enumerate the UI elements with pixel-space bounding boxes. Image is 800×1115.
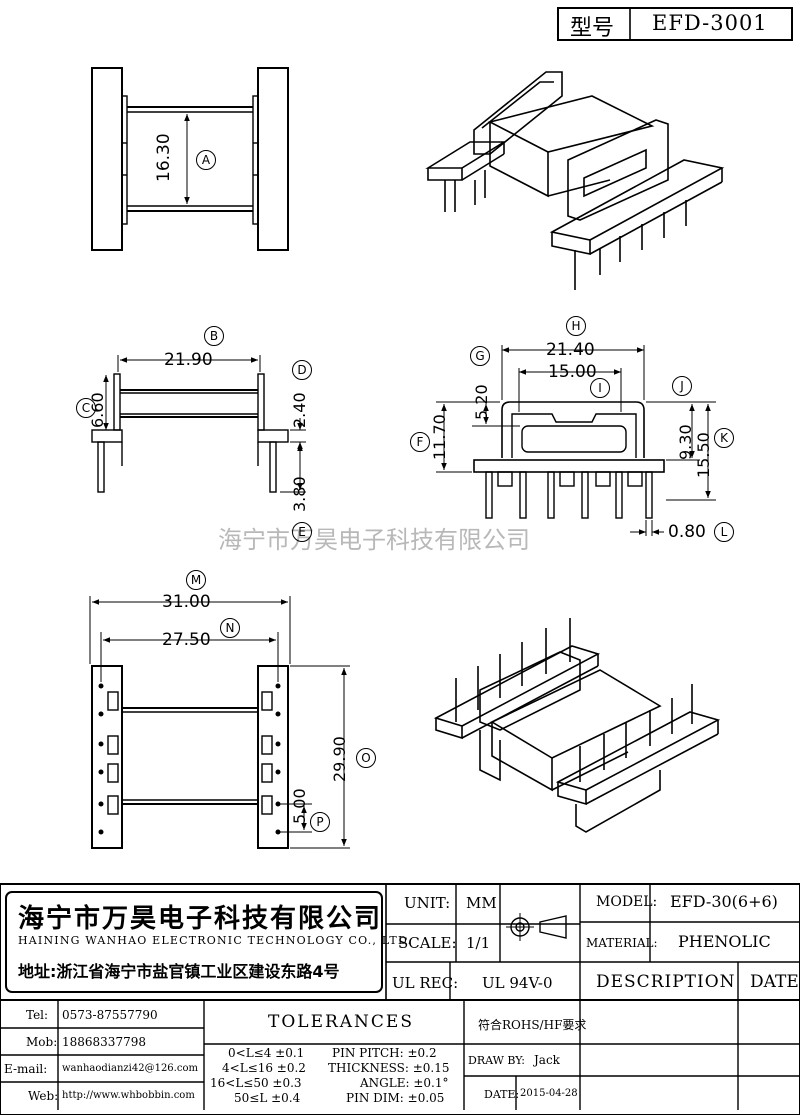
unit-label: UNIT: <box>404 894 451 912</box>
marker-E: E <box>292 522 312 542</box>
marker-G: G <box>470 346 490 366</box>
contact-email-label: E-mail: <box>4 1062 48 1076</box>
watermark: 海宁市万昊电子科技有限公司 <box>218 526 530 554</box>
dim-G-value: 5.20 <box>472 384 491 420</box>
dim-J-value: 9.30 <box>676 424 695 460</box>
unit-value: MM <box>466 894 497 912</box>
company-address: 地址:浙江省海宁市盐官镇工业区建设东路4号 <box>18 962 340 981</box>
tolerance-spec-4: PIN DIM: ±0.05 <box>346 1091 445 1105</box>
isometric-view-bottom <box>433 618 721 833</box>
tolerances-title: TOLERANCES <box>268 1012 414 1032</box>
contact-mob-value: 18868337798 <box>62 1035 146 1049</box>
dim-L-value: 0.80 <box>668 522 706 542</box>
front-view <box>436 345 716 536</box>
marker-J: J <box>672 376 692 396</box>
dim-I-value: 15.00 <box>548 362 597 382</box>
tolerance-range-2: 4<L≤16 ±0.2 <box>222 1061 306 1075</box>
marker-I: I <box>590 378 610 398</box>
material-label: MATERIAL: <box>586 936 658 950</box>
marker-H: H <box>566 316 586 336</box>
dim-P-value: 5.00 <box>290 788 309 824</box>
material-value: PHENOLIC <box>678 932 771 951</box>
model-label: MODEL: <box>596 894 658 910</box>
type-value: EFD-3001 <box>652 11 768 35</box>
contact-web-value[interactable]: http://www.whbobbin.com <box>62 1090 195 1101</box>
projection-symbol-icon <box>506 913 567 941</box>
dim-E-value: 3.80 <box>290 476 309 512</box>
dim-H-value: 21.40 <box>546 340 595 360</box>
type-label: 型号 <box>570 16 615 41</box>
tolerance-range-4: 50≤L ±0.4 <box>234 1091 301 1105</box>
tolerance-spec-1: PIN PITCH: ±0.2 <box>332 1046 437 1060</box>
dim-K-value: 15.50 <box>694 432 713 478</box>
contact-tel-label: Tel: <box>26 1008 49 1022</box>
contact-mob-label: Mob: <box>26 1035 58 1049</box>
dim-O-value: 29.90 <box>330 736 349 782</box>
company-name-en: HAINING WANHAO ELECTRONIC TECHNOLOGY CO.… <box>18 934 413 947</box>
isometric-view-top <box>425 71 725 290</box>
marker-B: B <box>204 326 224 346</box>
marker-C: C <box>76 398 96 418</box>
marker-O: O <box>356 748 376 768</box>
tolerance-spec-3: ANGLE: ±0.1° <box>360 1076 449 1090</box>
marker-N: N <box>220 618 240 638</box>
marker-A: A <box>196 150 216 170</box>
company-name-cn: 海宁市万昊电子科技有限公司 <box>18 904 383 934</box>
marker-D: D <box>292 360 312 380</box>
dim-A-value: 16.30 <box>154 133 174 182</box>
scale-value: 1/1 <box>466 934 491 952</box>
ulrec-value: UL 94V-0 <box>482 974 553 992</box>
scale-label: SCALE: <box>398 934 457 952</box>
model-header-box <box>557 7 793 41</box>
date-label: DATE <box>750 972 799 992</box>
contact-tel-value: 0573-87557790 <box>62 1008 158 1022</box>
dim-M-value: 31.00 <box>162 592 211 612</box>
marker-M: M <box>186 570 206 590</box>
description-label: DESCRIPTION <box>596 972 736 992</box>
tolerance-spec-2: THICKNESS: ±0.15 <box>328 1061 450 1075</box>
contact-email-value[interactable]: wanhaodianzi42@126.com <box>62 1063 198 1074</box>
contact-web-label: Web: <box>28 1089 59 1103</box>
drawby-label: DRAW BY: <box>468 1054 525 1067</box>
date2-label: DATE: <box>484 1088 520 1101</box>
side-view <box>91 355 306 493</box>
dim-D-value: 2.40 <box>290 392 309 428</box>
marker-F: F <box>410 432 430 452</box>
bottom-view <box>89 596 350 849</box>
tolerance-range-3: 16<L≤50 ±0.3 <box>210 1076 302 1090</box>
model-value: EFD-30(6+6) <box>670 892 778 911</box>
date2-value: 2015-04-28 <box>520 1088 578 1099</box>
marker-L: L <box>714 522 734 542</box>
marker-P: P <box>310 812 330 832</box>
top-view <box>91 67 289 251</box>
marker-K: K <box>714 428 734 448</box>
ulrec-label: UL REC: <box>392 974 459 992</box>
drawby-value: Jack <box>534 1053 560 1067</box>
title-block <box>0 883 800 1115</box>
dim-F-value: 11.70 <box>430 414 449 460</box>
dim-N-value: 27.50 <box>162 630 211 650</box>
dim-B-value: 21.90 <box>164 350 213 370</box>
rohs-note: 符合ROHS/HF要求 <box>478 1018 587 1032</box>
tolerance-range-1: 0<L≤4 ±0.1 <box>228 1046 305 1060</box>
